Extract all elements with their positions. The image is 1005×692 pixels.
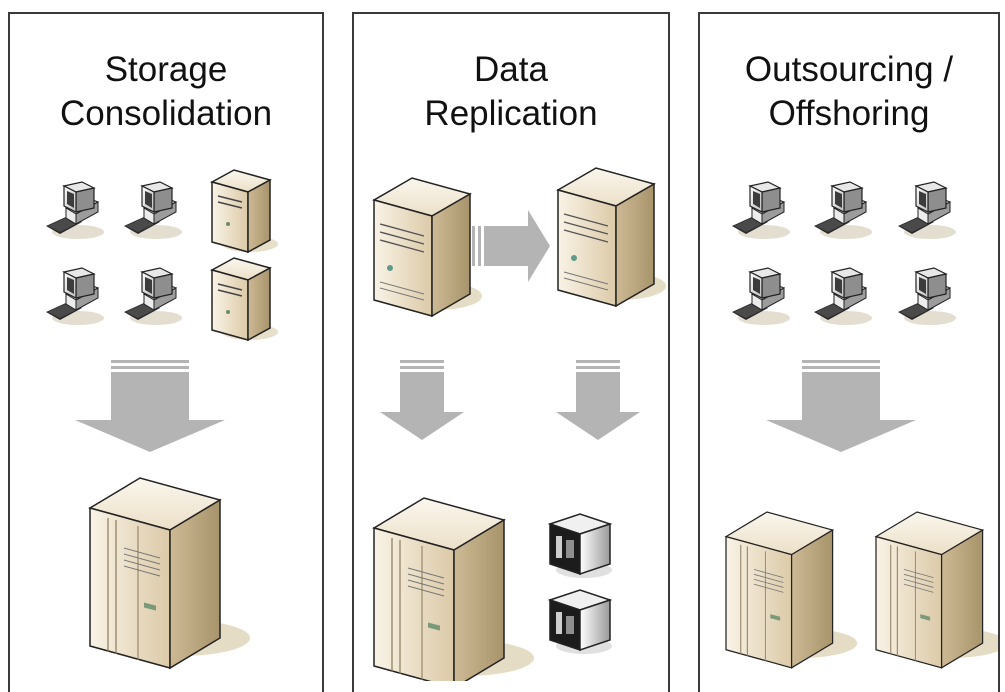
panel-storage-consolidation: Storage Consolidation bbox=[8, 12, 324, 692]
panel-title-line1: Storage bbox=[104, 50, 228, 89]
outsourcing-offshoring-diagram bbox=[725, 181, 998, 669]
data-replication-diagram bbox=[373, 167, 667, 681]
workstation-icon bbox=[45, 267, 105, 326]
workstation-icon bbox=[897, 267, 957, 326]
tape-library-icon bbox=[549, 589, 613, 655]
tower-server-icon bbox=[211, 257, 279, 341]
mainframe-server-icon bbox=[89, 477, 251, 669]
down-arrow-icon bbox=[766, 360, 916, 452]
mainframe-server-icon bbox=[725, 511, 858, 669]
panel-title-line2: Consolidation bbox=[59, 94, 273, 133]
right-arrow-icon bbox=[472, 210, 550, 282]
panel-outsourcing-offshoring: Outsourcing / Offshoring bbox=[698, 12, 1000, 692]
workstation-icon bbox=[731, 181, 791, 240]
replica-server-icon bbox=[557, 167, 667, 307]
panel-title: Data Replication bbox=[354, 48, 668, 136]
mainframe-server-icon bbox=[875, 511, 998, 669]
down-arrow-icon bbox=[380, 360, 464, 440]
workstation-icon bbox=[123, 267, 183, 326]
workstation-icon bbox=[123, 181, 183, 240]
panel-title: Outsourcing / Offshoring bbox=[700, 48, 998, 136]
workstation-icon bbox=[813, 267, 873, 326]
panel-title-line2: Offshoring bbox=[768, 94, 930, 133]
panel-data-replication: Data Replication bbox=[352, 12, 670, 692]
source-server-icon bbox=[373, 177, 483, 317]
workstation-icon bbox=[813, 181, 873, 240]
panel-title: Storage Consolidation bbox=[10, 48, 322, 136]
panel-title-line1: Data bbox=[474, 50, 548, 89]
tape-library-icon bbox=[549, 513, 613, 579]
workstation-icon bbox=[731, 267, 791, 326]
tower-server-icon bbox=[211, 169, 279, 253]
workstation-icon bbox=[45, 181, 105, 240]
panel-title-line1: Outsourcing / bbox=[744, 50, 954, 89]
down-arrow-icon bbox=[75, 360, 225, 452]
storage-consolidation-diagram bbox=[45, 169, 279, 669]
down-arrow-icon bbox=[556, 360, 640, 440]
panel-title-line2: Replication bbox=[424, 94, 598, 133]
mainframe-server-icon bbox=[373, 497, 535, 681]
workstation-icon bbox=[897, 181, 957, 240]
